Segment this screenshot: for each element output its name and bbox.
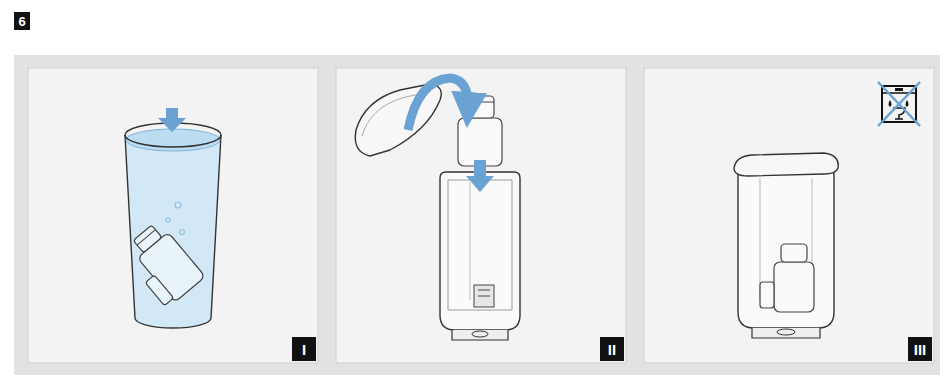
- panel: [644, 68, 934, 363]
- panel-band: [14, 55, 940, 375]
- water-glass: [119, 108, 221, 328]
- tank-lid: [355, 84, 441, 156]
- filter-cartridge: [458, 96, 502, 192]
- water-tank: [440, 172, 520, 340]
- panel: [336, 68, 626, 363]
- water-tank: [734, 153, 838, 338]
- filter-cartridge: [119, 220, 205, 309]
- step-number: I: [292, 337, 316, 361]
- down-arrow: [466, 160, 494, 192]
- step-number: II: [600, 337, 624, 361]
- tank-lid: [734, 153, 838, 176]
- panel: [28, 68, 318, 363]
- curved-arrow: [408, 78, 468, 130]
- down-arrow: [158, 108, 186, 132]
- figure-number: 6: [14, 12, 30, 30]
- no-dishwasher-icon: [878, 82, 920, 126]
- step-number: III: [908, 337, 932, 361]
